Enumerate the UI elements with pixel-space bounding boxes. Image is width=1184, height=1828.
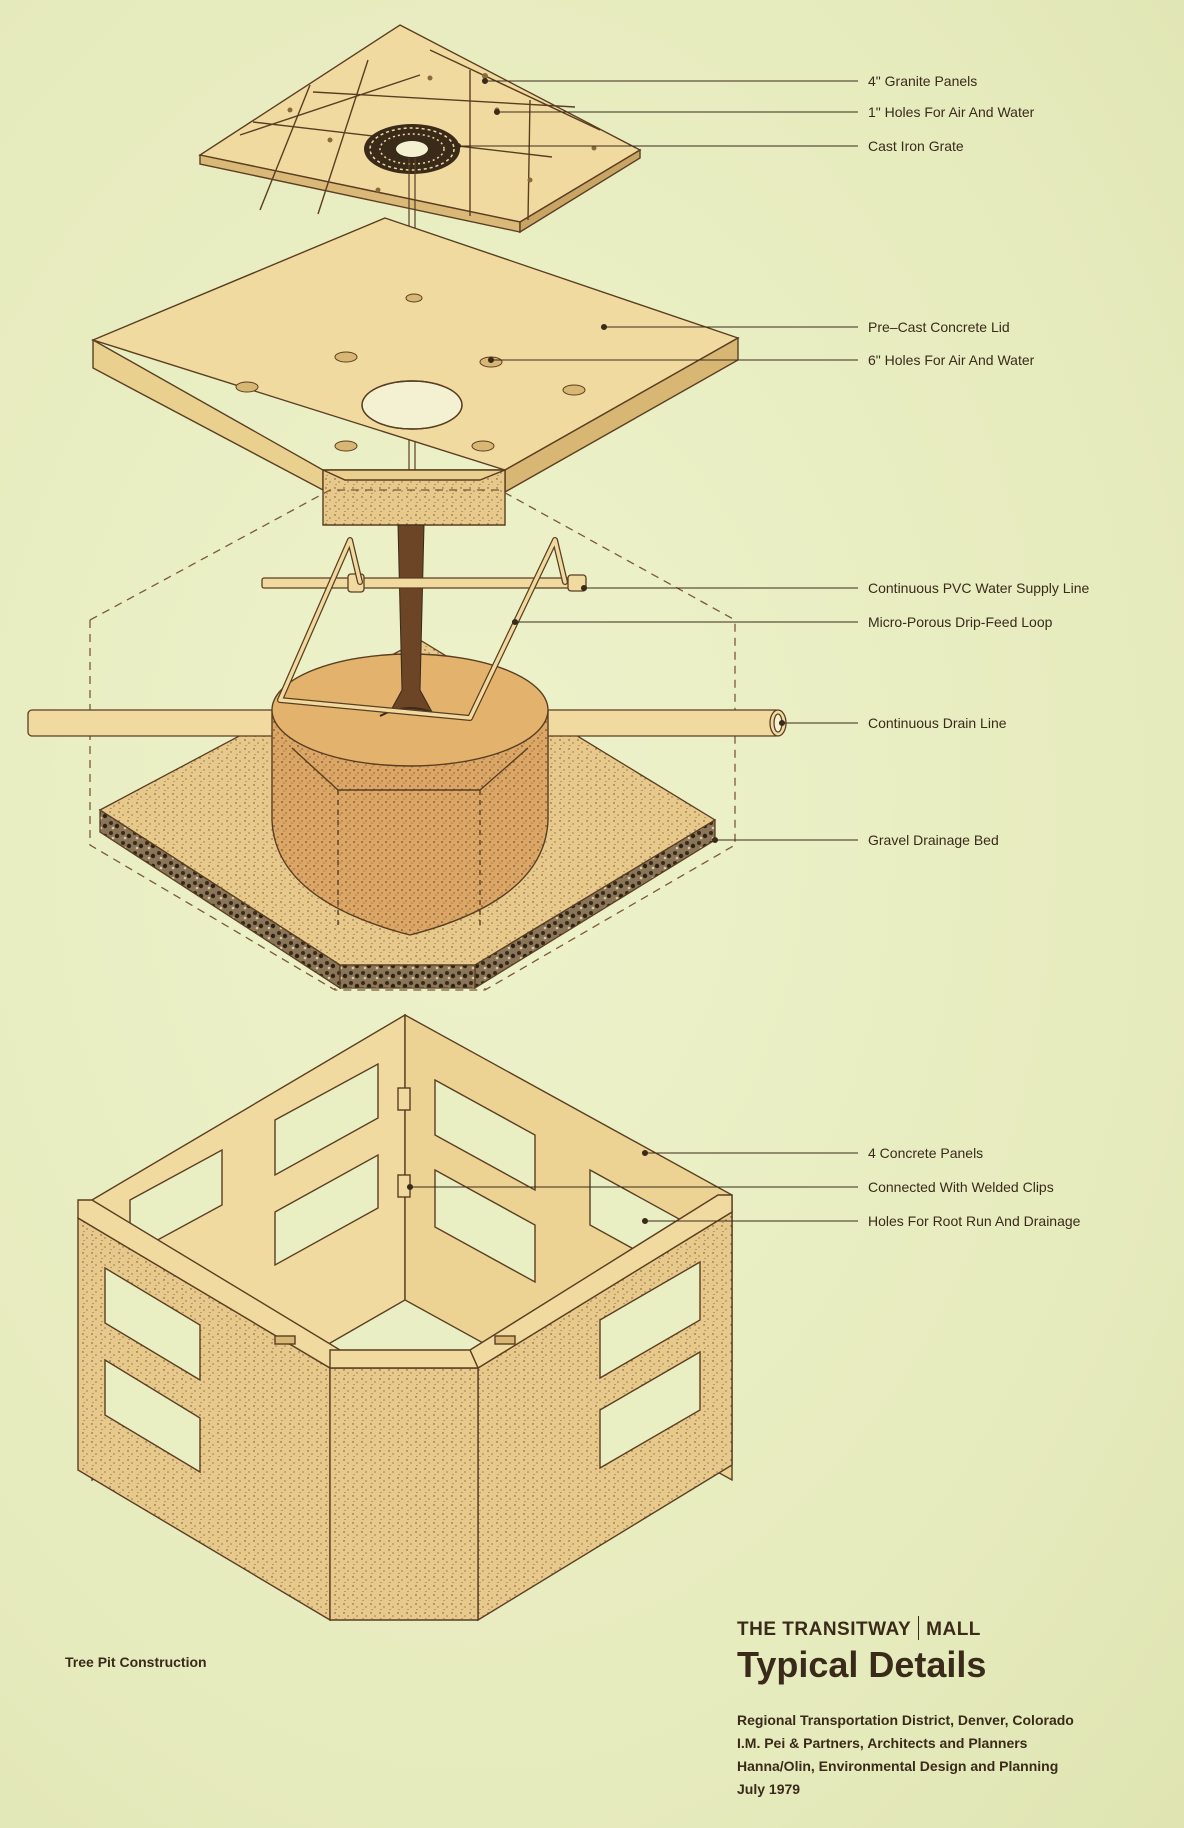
label-gravel-bed: Gravel Drainage Bed [868, 832, 999, 848]
label-holes-1in: 1" Holes For Air And Water [868, 104, 1035, 120]
label-welded-clips: Connected With Welded Clips [868, 1179, 1054, 1195]
label-granite-panels: 4" Granite Panels [868, 73, 978, 89]
label-concrete-panels: 4 Concrete Panels [868, 1145, 984, 1161]
credit-line: I.M. Pei & Partners, Architects and Plan… [737, 1735, 1028, 1751]
figure-caption: Tree Pit Construction [65, 1654, 207, 1670]
org-right: MALL [926, 1619, 981, 1640]
title-block-title: Typical Details [737, 1644, 987, 1685]
credit-line: Regional Transportation District, Denver… [737, 1712, 1074, 1728]
credit-date: July 1979 [737, 1781, 801, 1797]
label-drip-loop: Micro-Porous Drip-Feed Loop [868, 614, 1053, 630]
label-drain-line: Continuous Drain Line [868, 715, 1007, 731]
cast-iron-grate [364, 124, 460, 174]
label-cast-iron-grate: Cast Iron Grate [868, 138, 964, 154]
title-block-org: THE TRANSITWAY MALL [737, 1616, 981, 1641]
granite-panels [198, 24, 642, 234]
gravel-drainage-bed [98, 639, 717, 990]
label-precast-lid: Pre–Cast Concrete Lid [868, 319, 1010, 335]
credit-line: Hanna/Olin, Environmental Design and Pla… [737, 1758, 1059, 1774]
org-left: THE TRANSITWAY [737, 1619, 912, 1640]
concrete-panels-box [77, 1013, 733, 1622]
leader-lines [406, 77, 858, 1225]
label-holes-6in: 6" Holes For Air And Water [868, 352, 1035, 368]
precast-concrete-lid [90, 217, 740, 526]
label-pvc-line: Continuous PVC Water Supply Line [868, 580, 1090, 596]
org-separator [918, 1616, 920, 1640]
root-ball [271, 653, 549, 936]
label-root-holes: Holes For Root Run And Drainage [868, 1213, 1081, 1229]
